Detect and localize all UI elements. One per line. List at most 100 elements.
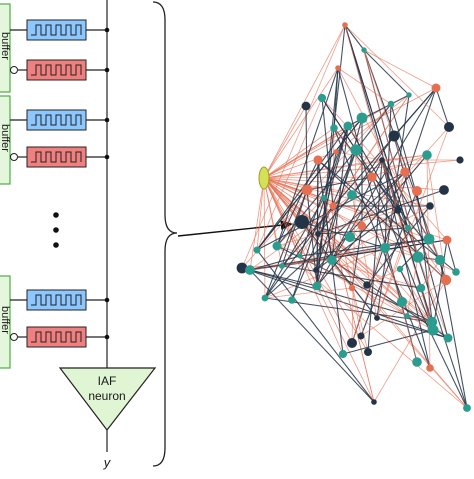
network-edge [331,125,349,261]
synapse-excitatory [26,289,87,311]
network-edge [305,105,308,191]
network-node [443,333,453,343]
network-node [279,263,285,269]
network-node [442,235,452,245]
inverter-bubble [10,66,18,74]
network-edge [249,269,433,323]
network-node [236,262,248,274]
network-edge [256,249,375,403]
buffer-label: buffer [0,32,11,60]
network-node [261,294,269,302]
network-edge [256,117,363,251]
network-node [272,241,282,251]
network-node [427,324,439,336]
network-edge [384,103,392,249]
buffer-block-3: buffer [0,275,11,369]
network-edge [256,97,323,251]
network-edge [323,197,433,323]
network-edge [351,87,437,344]
neuron-label-line1: IAF [98,374,117,388]
network-node [404,313,410,319]
network-edge [263,177,431,207]
network-node [357,332,365,340]
network-node [387,100,395,108]
network-node [412,357,422,367]
highlighted-node [258,166,270,190]
network-node [404,224,412,232]
network-node [342,22,348,28]
network-edge [366,205,431,286]
network-edge [390,103,430,240]
network-edge [432,239,448,331]
network-edge [344,24,409,229]
network-edge [363,49,437,89]
network-node [315,231,321,237]
network-edge [263,67,339,179]
network-node [439,185,449,195]
network-edge [263,151,337,179]
network-node [396,265,404,273]
network-edge [276,209,399,247]
network-node [312,281,322,291]
network-node [444,122,454,132]
network-edge [317,159,447,281]
network-edge [241,103,392,269]
network-node [343,121,353,131]
network-edge [335,94,410,153]
network-edge [249,269,375,403]
network-edge [355,149,409,229]
network-edge [263,177,325,199]
network-node [364,348,372,356]
synapse-inhibitory [26,326,87,348]
network-edge [264,287,353,299]
network-node [321,195,327,201]
network-node [412,186,422,196]
network-node [335,65,341,71]
network-edge [344,24,383,161]
synapse-excitatory [26,19,87,41]
network-edge [360,279,447,337]
network-edge [321,97,448,241]
iaf-neuron: IAF neuron [58,367,157,431]
network-edge [344,24,365,51]
network-edge [316,159,319,287]
network-node [423,233,435,245]
network-edge [276,245,468,409]
network-edge [263,105,307,179]
circuit-diagram: buffer buffer buffer [0,0,157,470]
network-node [463,404,471,412]
network-node [371,399,377,405]
network-edge [331,205,431,261]
network-edge [342,329,434,355]
network-edge [241,24,346,269]
network-edge [351,171,406,344]
network-edge [363,49,410,96]
network-node [297,253,303,259]
network-node [412,251,424,263]
network-node [416,283,426,293]
network-node [394,206,402,214]
network-edge [446,239,457,273]
network-node [317,93,327,103]
network-node [380,243,390,253]
network-edge [249,177,265,271]
network-edge [264,197,325,299]
network-node [426,202,434,210]
network-node [295,215,309,229]
network-node [434,254,446,266]
network-edge [276,149,357,247]
network-node [329,202,337,210]
network-node [313,267,319,273]
network-edge [299,125,349,257]
network-edge [317,189,445,235]
network-node [426,364,434,372]
network-edge [351,135,395,196]
network-node [374,315,380,321]
network-edge [371,176,434,331]
network-nodes [236,22,471,412]
network-node [301,184,313,196]
buffer-label: buffer [0,124,11,152]
network-edge [351,287,362,337]
network-graph [236,22,471,412]
network-edge [256,177,265,251]
